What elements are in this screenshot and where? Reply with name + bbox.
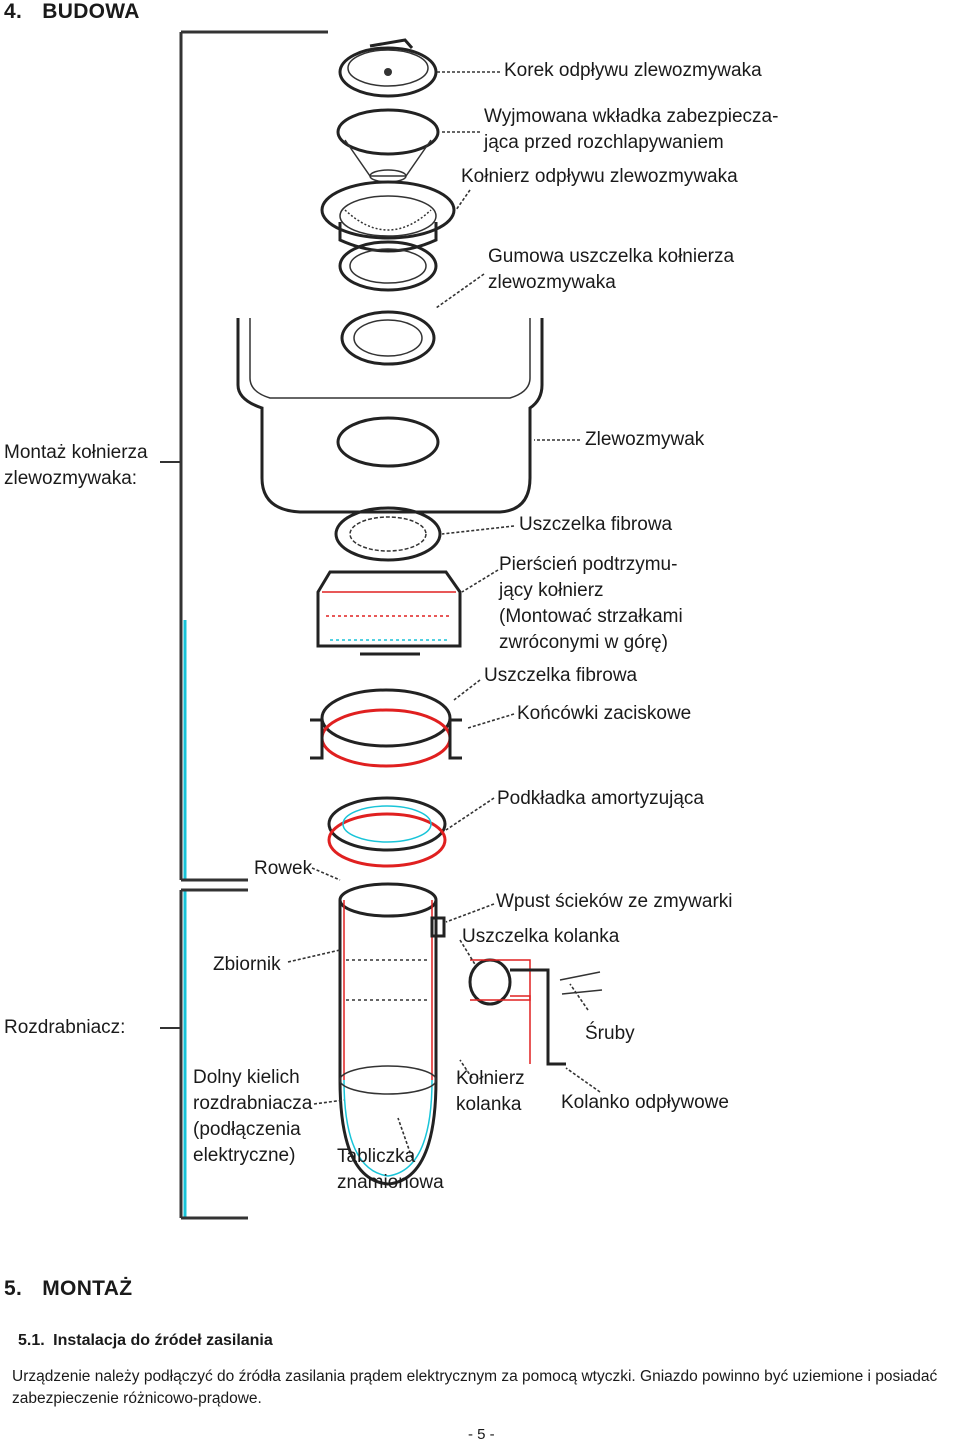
section-4-heading: 4. BUDOWA [4, 0, 140, 24]
section-number: 5. [4, 1277, 23, 1300]
sink-drawing [236, 318, 544, 514]
support-ring-drawing [316, 570, 462, 656]
section-number: 4. [4, 0, 23, 23]
subsection-number: 5.1. [18, 1332, 45, 1349]
label-elbow-flange: Kołnierz kolanka [456, 1066, 525, 1118]
label-support-ring: Pierścień podtrzymu- jący kołnierz (Mont… [499, 552, 683, 656]
label-line: Pierścień podtrzymu- [499, 554, 678, 575]
exploded-diagram [160, 30, 603, 1220]
label-sink: Zlewozmywak [585, 429, 705, 450]
label-clamp-ends: Końcówki zaciskowe [517, 703, 692, 724]
label-line: Gumowa uszczelka kołnierza [488, 246, 735, 267]
label-line: znamionowa [337, 1172, 444, 1193]
rubber-gasket-drawing [338, 240, 438, 366]
discharge-elbow-drawing [468, 958, 603, 1066]
label-line: rozdrabniacza [193, 1093, 313, 1114]
label-sink-flange: Kołnierz odpływu zlewozmywaka [461, 166, 738, 187]
subsection-title: Instalacja do źródeł zasilania [53, 1332, 273, 1349]
label-line: Tabliczka [337, 1146, 416, 1167]
label-nameplate: Tabliczka znamionowa [337, 1144, 444, 1196]
cushion-pad-drawing [327, 796, 447, 868]
group-label-line: Montaż kołnierza [4, 442, 148, 463]
label-discharge-elbow: Kolanko odpływowe [561, 1092, 729, 1113]
label-dishwasher-inlet: Wpust ścieków ze zmywarki [496, 891, 733, 912]
splash-guard-drawing [336, 108, 440, 183]
label-fiber-gasket-1: Uszczelka fibrowa [519, 514, 673, 535]
label-lower-bowl: Dolny kielich rozdrabniacza (podłączenia… [193, 1065, 312, 1169]
label-line: zlewozmywaka [488, 272, 616, 293]
label-line: Kołnierz [456, 1068, 525, 1089]
label-line: kolanka [456, 1094, 522, 1115]
leader-lines [287, 71, 601, 1159]
label-elbow-gasket: Uszczelka kolanka [462, 926, 620, 947]
label-splash-guard: Wyjmowana wkładka zabezpiecza- jąca prze… [484, 104, 778, 156]
label-line: elektryczne) [193, 1145, 296, 1166]
clamp-ring-drawing [310, 688, 462, 768]
label-line: Wyjmowana wkładka zabezpiecza- [484, 106, 779, 127]
label-rubber-gasket: Gumowa uszczelka kołnierza zlewozmywaka [488, 244, 734, 296]
label-line: jąca przed rozchlapywaniem [484, 132, 724, 153]
page-number: - 5 - [468, 1426, 495, 1443]
label-screws: Śruby [585, 1023, 635, 1044]
label-line: Dolny kielich [193, 1067, 300, 1088]
label-fiber-gasket-2: Uszczelka fibrowa [484, 665, 638, 686]
lower-bowl-drawing [338, 1065, 438, 1186]
label-tank: Zbiornik [213, 954, 281, 975]
label-line: (Montować strzałkami [499, 606, 683, 627]
label-line: zwróconymi w górę) [499, 632, 668, 653]
bracket-flange-mount [160, 30, 328, 882]
label-line: jący kołnierz [499, 580, 604, 601]
fiber-gasket-drawing [334, 506, 442, 562]
tank-drawing [338, 882, 446, 1080]
label-cushion-pad: Podkładka amortyzująca [497, 788, 704, 809]
sink-flange-drawing [320, 180, 456, 253]
sink-stopper-drawing [338, 38, 438, 98]
subsection-5-1-heading: 5.1. Instalacja do źródeł zasilania [18, 1332, 273, 1350]
label-line: (podłączenia [193, 1119, 301, 1140]
bracket-grinder [160, 888, 248, 1220]
power-connection-paragraph: Urządzenie należy podłączyć do źródła za… [12, 1368, 938, 1407]
group-label-flange-mount: Montaż kołnierza zlewozmywaka: [4, 440, 148, 492]
section-title: MONTAŻ [42, 1277, 133, 1300]
group-label-line: zlewozmywaka: [4, 468, 138, 489]
section-title: BUDOWA [42, 0, 140, 23]
section-5-heading: 5. MONTAŻ [4, 1277, 132, 1301]
label-sink-stopper: Korek odpływu zlewozmywaka [504, 60, 762, 81]
label-groove: Rowek [254, 858, 313, 879]
group-label-grinder: Rozdrabniacz: [4, 1017, 126, 1038]
